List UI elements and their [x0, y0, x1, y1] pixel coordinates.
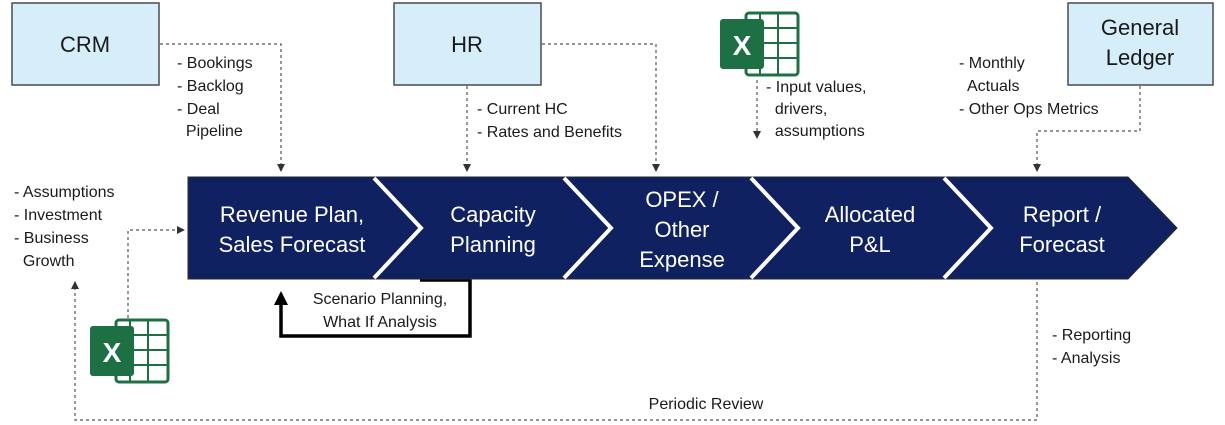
note-line: drivers, — [766, 101, 827, 118]
report-notes: - Reporting - Analysis — [1052, 327, 1131, 367]
scenario-loop-arrow — [274, 278, 472, 338]
hr-to-opex-connector — [542, 43, 660, 172]
gl-notes: - Monthly Actuals - Other Ops Metrics — [959, 55, 1099, 118]
note-line: - Current HC — [477, 101, 568, 118]
excel-input-notes: - Input values, drivers, assumptions — [766, 79, 867, 140]
scenario-notes: Scenario Planning, What If Analysis — [313, 291, 447, 331]
note-line: - Rates and Benefits — [477, 124, 622, 141]
hr-notes: - Current HC - Rates and Benefits — [477, 101, 622, 141]
crm-notes: - Bookings - Backlog - Deal Pipeline — [177, 55, 253, 140]
note-line: - Analysis — [1052, 350, 1120, 367]
hr-label: HR — [451, 32, 483, 57]
excel-icon: X — [90, 318, 170, 384]
note-line: - Deal — [177, 101, 220, 118]
step5-label-line2: Forecast — [1019, 232, 1105, 257]
note-line: - Business — [14, 230, 89, 247]
step2-label-line1: Capacity — [450, 202, 536, 227]
crm-label: CRM — [60, 32, 110, 57]
step1-label-line1: Revenue Plan, — [220, 202, 364, 227]
step3-label-line2: Other — [654, 217, 709, 242]
note-line: Scenario Planning, — [313, 291, 447, 308]
step5-label-line1: Report / — [1023, 202, 1102, 227]
step4-label-line1: Allocated — [825, 202, 916, 227]
note-line: - Input values, — [766, 79, 867, 96]
note-line: - Bookings — [177, 55, 253, 72]
excel-icon: X — [720, 11, 800, 77]
step2-label-line2: Planning — [450, 232, 536, 257]
note-line: - Backlog — [177, 78, 244, 95]
periodic-review-loop — [71, 281, 1038, 421]
note-line: - Monthly — [959, 55, 1025, 72]
gl-to-report-connector — [1033, 86, 1141, 172]
periodic-review-label: Periodic Review — [649, 396, 764, 413]
gl-label-line2: Ledger — [1106, 45, 1175, 70]
general-ledger-box: General Ledger — [1067, 2, 1214, 86]
crm-box: CRM — [11, 2, 160, 86]
svg-text:X: X — [733, 30, 752, 61]
note-line: - Assumptions — [14, 184, 114, 201]
note-line: What If Analysis — [323, 314, 437, 331]
svg-text:X: X — [103, 337, 122, 368]
step3-label-line1: OPEX / — [645, 187, 719, 212]
note-line: - Reporting — [1052, 327, 1131, 344]
hr-box: HR — [393, 2, 542, 86]
crm-to-revenue-connector — [160, 43, 285, 172]
step1-label-line2: Sales Forecast — [219, 232, 366, 257]
step4-label-line2: P&L — [849, 232, 891, 257]
excel-to-revenue-connector — [127, 226, 185, 318]
note-line: Actuals — [959, 78, 1019, 95]
note-line: - Other Ops Metrics — [959, 101, 1099, 118]
step3-label-line3: Expense — [639, 247, 725, 272]
note-line: - Investment — [14, 207, 103, 224]
note-line: Pipeline — [177, 123, 243, 140]
note-line: Growth — [14, 253, 74, 270]
note-line: assumptions — [766, 123, 865, 140]
left-input-notes: - Assumptions - Investment - Business Gr… — [14, 184, 114, 270]
gl-label-line1: General — [1101, 15, 1179, 40]
